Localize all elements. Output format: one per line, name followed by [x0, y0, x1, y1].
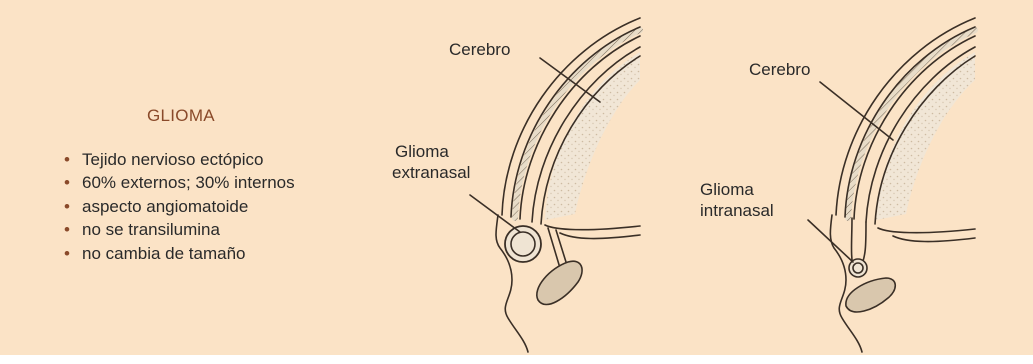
left-glioma-label-line2: extranasal — [392, 163, 470, 183]
right-turbinate — [846, 278, 895, 312]
right-glioma-label-line2: intranasal — [700, 201, 774, 221]
left-skull-base-inner — [560, 233, 640, 239]
right-brain-region — [876, 52, 975, 220]
info-panel: GLIOMA •Tejido nervioso ectópico •60% ex… — [0, 0, 1033, 355]
right-glioma-label-line1: Glioma — [700, 180, 754, 200]
left-head-section — [470, 18, 640, 352]
right-skull-base — [878, 228, 975, 233]
left-skull-base — [545, 225, 640, 230]
right-skull-base-inner — [893, 236, 975, 242]
right-head-section — [808, 18, 975, 352]
left-brain-label: Cerebro — [449, 40, 510, 60]
right-brain-label: Cerebro — [749, 60, 810, 80]
left-brain-region — [545, 52, 640, 220]
right-skin-profile — [830, 215, 862, 352]
left-turbinate — [537, 261, 582, 304]
left-glioma-label-line1: Glioma — [395, 142, 449, 162]
